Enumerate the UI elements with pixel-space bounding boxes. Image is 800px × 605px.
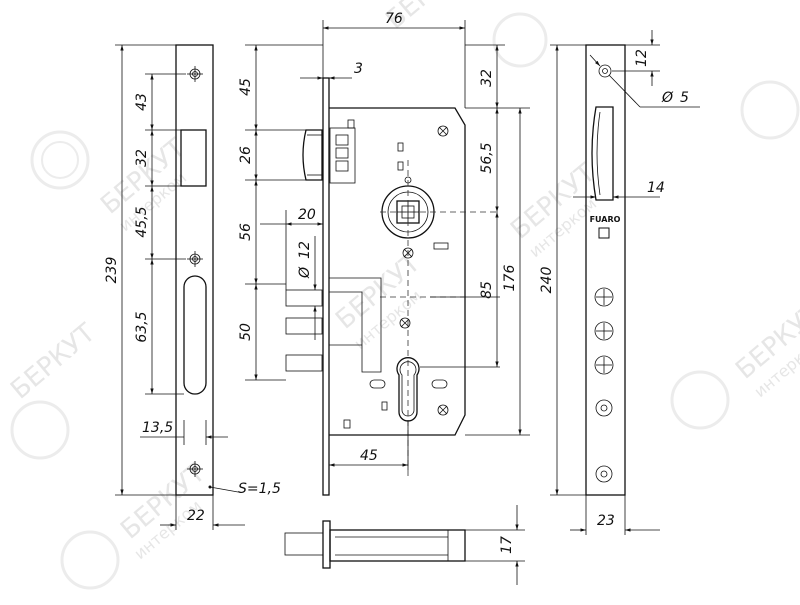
dim-45-bottom: 45 xyxy=(360,448,378,464)
case-screw-1 xyxy=(437,125,449,137)
watermark-logo xyxy=(10,12,800,590)
side-plate-outline xyxy=(585,44,626,496)
dim-23: 23 xyxy=(597,513,615,529)
watermark-brand: БЕРКУТ xyxy=(5,318,101,405)
dim-239: 239 xyxy=(104,257,120,284)
lock-case-outline xyxy=(329,107,466,436)
cylinder-holes xyxy=(594,287,614,483)
dim-43: 43 xyxy=(134,93,150,111)
dim-14: 14 xyxy=(647,180,665,196)
dim-dia-12: 12 xyxy=(297,241,313,259)
case-screw-4 xyxy=(437,404,449,416)
dim-22: 22 xyxy=(187,508,205,524)
dim-20: 20 xyxy=(298,207,316,223)
side-view: FUARO 240 12 Ø 5 14 2 xyxy=(539,30,700,535)
lock-faceplate-edge xyxy=(322,77,330,496)
dead-bolt xyxy=(285,277,382,373)
dim-56-5: 56,5 xyxy=(479,142,495,173)
screw-hole-bottom xyxy=(187,461,203,477)
screw-hole-top xyxy=(187,66,203,82)
dim-45-top: 45 xyxy=(238,78,254,96)
dim-32: 32 xyxy=(134,149,150,167)
dim-5: 5 xyxy=(680,90,689,106)
screw-hole-middle xyxy=(187,251,203,267)
dim-26: 26 xyxy=(238,146,254,164)
cylinder-hole-2 xyxy=(594,321,614,341)
dim-17: 17 xyxy=(499,536,515,554)
latch-bolt xyxy=(302,119,356,184)
dim-63-5: 63,5 xyxy=(134,311,150,342)
watermark-layer: БЕРКУТ БЕРКУТ БЕРКУТ БЕРКУТ БЕРКУТ БЕРКУ… xyxy=(5,0,800,590)
dim-s: S=1,5 xyxy=(238,481,281,497)
dia-symbol: Ø xyxy=(297,266,313,279)
cylinder-hole-1 xyxy=(594,287,614,307)
brand-qr-icon xyxy=(598,227,610,239)
screw-hole-4 xyxy=(595,399,613,417)
case-screw-3 xyxy=(399,317,411,329)
dim-85: 85 xyxy=(479,281,495,299)
bottom-view: 17 xyxy=(284,505,525,585)
side-screw-top xyxy=(598,64,612,78)
screw-hole-5 xyxy=(595,465,613,483)
dim-76: 76 xyxy=(385,11,403,27)
dim-13-5: 13,5 xyxy=(142,420,173,436)
dim-12-side: 12 xyxy=(634,49,650,67)
dia-symbol-side: Ø xyxy=(661,90,674,106)
faceplate-outline xyxy=(175,44,214,496)
latch-opening xyxy=(180,129,207,187)
dim-3: 3 xyxy=(354,61,363,77)
bolt-slot xyxy=(183,275,207,395)
brand-label: FUARO xyxy=(590,215,621,224)
cylinder-cutout xyxy=(343,357,448,429)
dim-50: 50 xyxy=(238,323,254,341)
dim-56: 56 xyxy=(238,223,254,241)
lock-body: 76 3 45 26 56 50 20 12 Ø 45 xyxy=(238,11,530,496)
dim-45-5: 45,5 xyxy=(134,206,150,237)
dim-176: 176 xyxy=(502,265,518,292)
side-latch xyxy=(591,106,614,201)
dim-32-right: 32 xyxy=(479,69,495,87)
faceplate-front: 43 32 45,5 63,5 239 13,5 22 S=1,5 xyxy=(104,44,281,530)
cylinder-hole-3 xyxy=(594,355,614,375)
dim-240: 240 xyxy=(539,267,555,294)
spindle-hub xyxy=(381,176,435,239)
